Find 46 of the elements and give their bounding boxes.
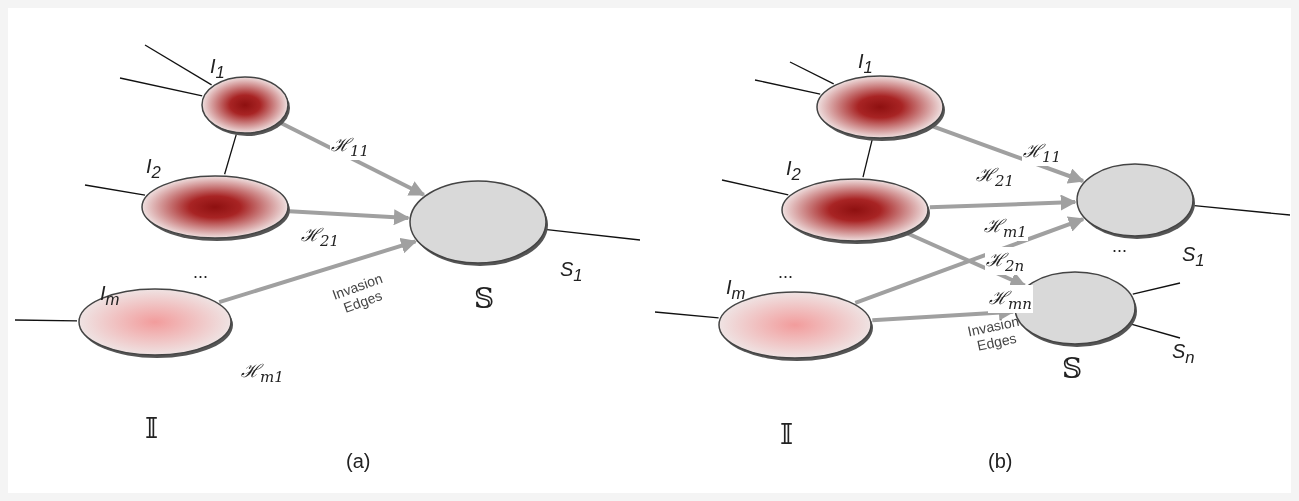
- arrow: [929, 194, 1077, 211]
- set-symbol: 𝕀: [780, 418, 794, 451]
- node-label: S$_{1}$: [560, 258, 583, 286]
- node-label: I$_{1}$: [858, 50, 873, 78]
- node-ellipse: [77, 287, 233, 357]
- panel-label: (a): [346, 450, 371, 473]
- set-symbol: 𝕀: [145, 412, 159, 445]
- ellipsis-mark: ...: [1112, 236, 1127, 257]
- node-label: I$_{m}$: [726, 276, 746, 304]
- connector-line: [721, 179, 789, 196]
- panel-label: (b): [988, 450, 1013, 473]
- set-symbol: 𝕊: [1062, 352, 1083, 385]
- node-label: I$_{1}$: [210, 55, 225, 83]
- node-label: S$_{n}$: [1172, 340, 1195, 368]
- arrow: [280, 121, 426, 197]
- connector-line: [1193, 205, 1291, 216]
- connector-line: [754, 79, 821, 95]
- node-label: I$_{2}$: [786, 157, 801, 185]
- connector-line: [789, 61, 835, 85]
- connector-line: [654, 311, 720, 319]
- connector-line: [1132, 282, 1181, 295]
- connector-line: [546, 229, 641, 241]
- edge-label: ℋ$_{mn}$: [988, 285, 1033, 313]
- arrow: [218, 238, 418, 304]
- connector-line: [119, 77, 203, 97]
- node-label: I$_{m}$: [100, 282, 120, 310]
- connector-line: [144, 44, 213, 86]
- connector-line: [1130, 323, 1181, 339]
- ellipsis-mark: ...: [778, 262, 793, 283]
- annotation-text: Invasion Edges: [965, 311, 1022, 356]
- arrow: [289, 209, 410, 226]
- node-ellipse: [408, 179, 548, 265]
- node-ellipse: [1075, 162, 1195, 238]
- ellipsis-mark: ...: [193, 262, 208, 283]
- set-symbol: 𝕊: [474, 282, 495, 315]
- arrow: [906, 231, 1027, 288]
- node-ellipse: [815, 74, 945, 140]
- node-label: S$_{1}$: [1182, 243, 1205, 271]
- connector-line: [14, 319, 78, 322]
- connector-line: [84, 184, 146, 196]
- arrow: [854, 216, 1085, 305]
- connector-line: [862, 139, 873, 178]
- edge-label: ℋ$_{2n}$: [985, 247, 1026, 275]
- connector-line: [223, 133, 237, 175]
- node-label: I$_{2}$: [146, 155, 161, 183]
- arrow: [932, 124, 1085, 184]
